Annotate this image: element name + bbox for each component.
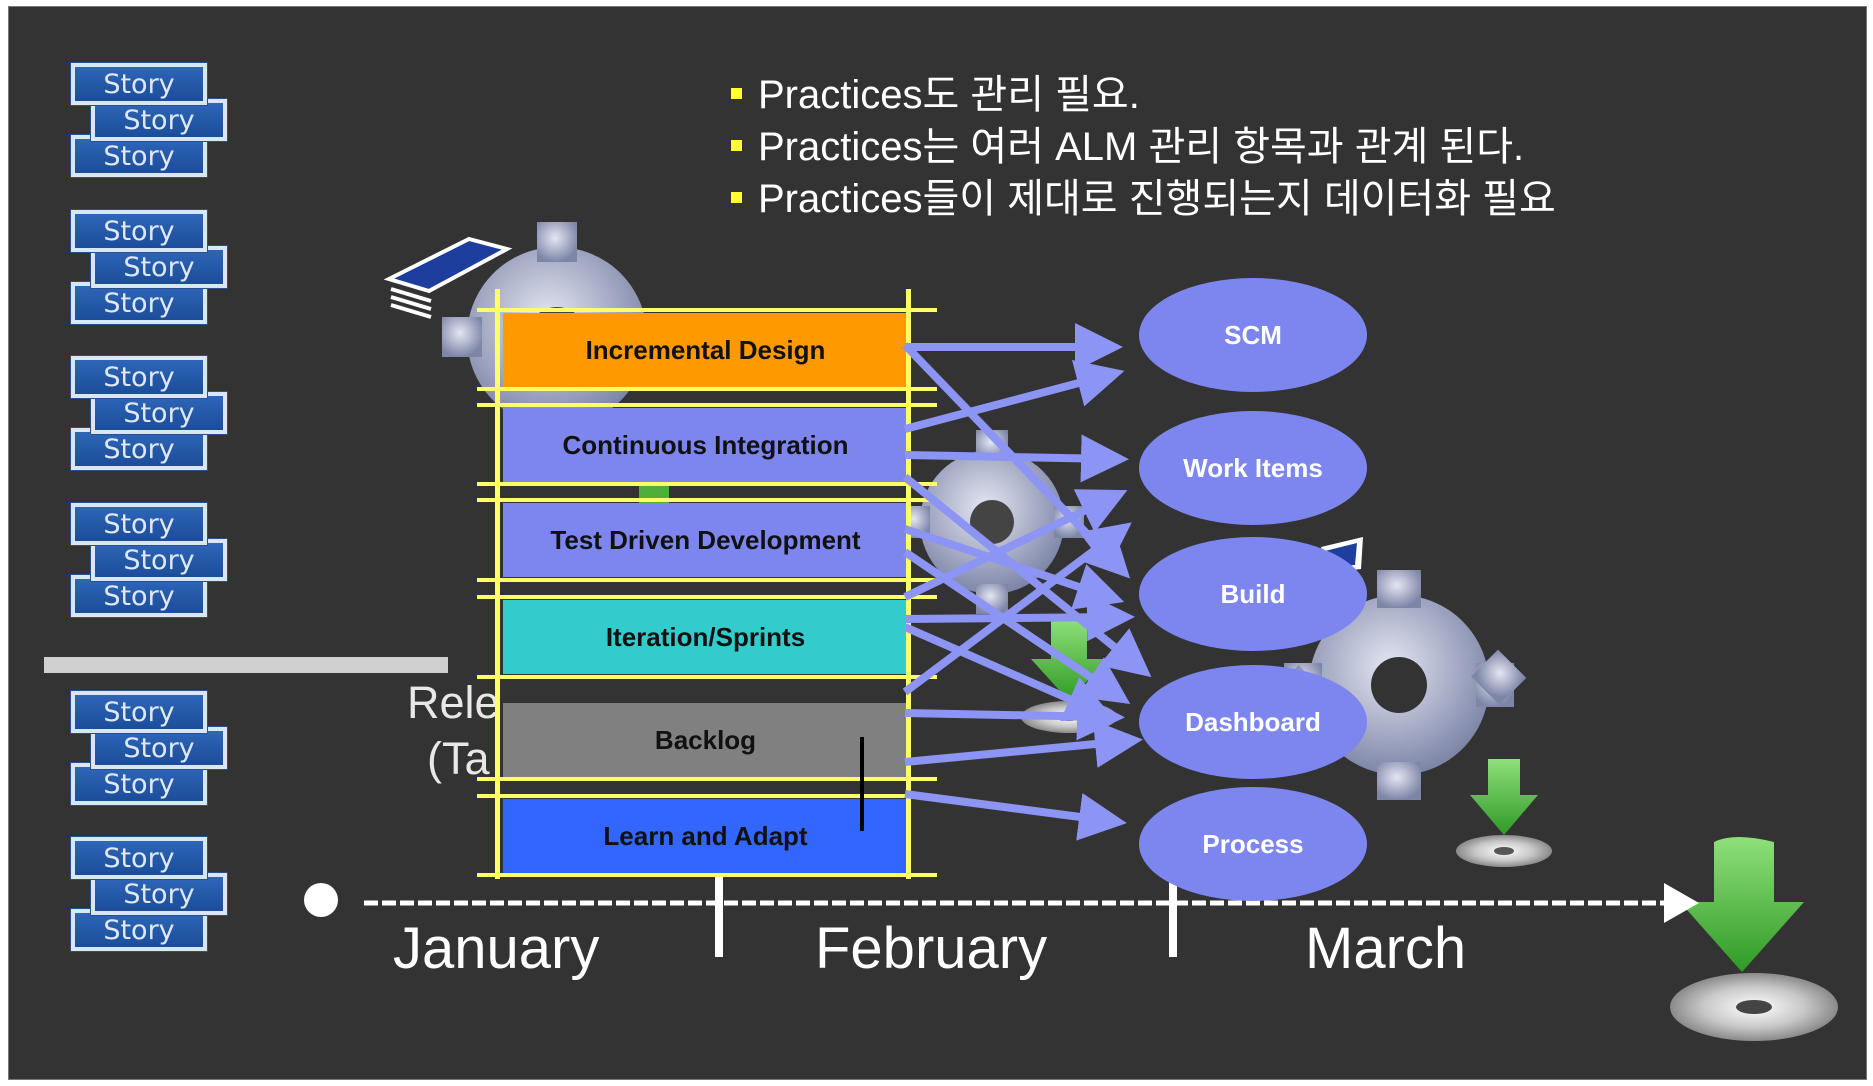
story-stack: Story Story Story bbox=[71, 837, 241, 957]
bullet-list: Practices도 관리 필요. Practices는 여러 ALM 관리 항… bbox=[731, 69, 1556, 225]
download-disc-icon bbox=[1021, 619, 1117, 733]
practice-test-driven-development: Test Driven Development bbox=[503, 503, 908, 577]
story-stack: Story Story Story bbox=[71, 503, 241, 623]
timeline bbox=[304, 877, 1699, 957]
month-march: March bbox=[1305, 916, 1467, 981]
target-scm: SCM bbox=[1139, 278, 1367, 392]
release-label: Rele bbox=[407, 677, 500, 728]
download-disc-icon bbox=[1670, 837, 1838, 1041]
story-stack: Story Story Story bbox=[71, 356, 241, 476]
frame-line bbox=[477, 675, 937, 679]
story-card: Story bbox=[91, 246, 227, 288]
bullet-item: Practices들이 제대로 진행되는지 데이터화 필요 bbox=[731, 173, 1556, 225]
frame-line bbox=[906, 289, 911, 879]
frame-line bbox=[477, 387, 937, 391]
target-work-items: Work Items bbox=[1139, 411, 1367, 525]
story-stack: Story Story Story bbox=[71, 691, 241, 811]
frame-line bbox=[477, 482, 937, 486]
story-card: Story bbox=[71, 575, 207, 617]
frame-line bbox=[477, 578, 937, 582]
practice-incremental-design: Incremental Design bbox=[503, 313, 908, 387]
story-card: Story bbox=[71, 503, 207, 545]
cursor-line bbox=[860, 737, 864, 831]
story-card: Story bbox=[91, 392, 227, 434]
story-card: Story bbox=[71, 428, 207, 470]
story-card: Story bbox=[71, 210, 207, 252]
story-card: Story bbox=[91, 873, 227, 915]
story-card: Story bbox=[71, 763, 207, 805]
frame-line bbox=[495, 289, 500, 879]
practice-iteration-sprints: Iteration/Sprints bbox=[503, 600, 908, 674]
release-sublabel: (Ta bbox=[427, 733, 490, 784]
month-january: January bbox=[393, 916, 600, 981]
story-card: Story bbox=[71, 135, 207, 177]
practice-backlog: Backlog bbox=[503, 703, 908, 777]
bullet-item: Practices도 관리 필요. bbox=[731, 69, 1556, 121]
book-stack-icon bbox=[383, 236, 513, 319]
story-card: Story bbox=[71, 909, 207, 951]
frame-line bbox=[477, 873, 937, 877]
story-stack: Story Story Story bbox=[71, 63, 241, 183]
target-process: Process bbox=[1139, 787, 1367, 901]
story-card: Story bbox=[71, 691, 207, 733]
frame-line bbox=[477, 777, 937, 781]
frame-line bbox=[477, 308, 937, 312]
story-card: Story bbox=[71, 282, 207, 324]
bullet-item: Practices는 여러 ALM 관리 항목과 관계 된다. bbox=[731, 121, 1556, 173]
frame-line bbox=[477, 595, 937, 599]
story-card: Story bbox=[91, 727, 227, 769]
frame-line bbox=[477, 498, 937, 502]
bullet-marker bbox=[731, 191, 742, 203]
practice-continuous-integration: Continuous Integration bbox=[503, 408, 908, 482]
target-build: Build bbox=[1139, 537, 1367, 651]
story-card: Story bbox=[71, 837, 207, 879]
bullet-marker bbox=[731, 139, 742, 151]
practice-learn-and-adapt: Learn and Adapt bbox=[503, 799, 908, 873]
month-february: February bbox=[815, 916, 1048, 981]
story-card: Story bbox=[71, 63, 207, 105]
divider bbox=[44, 657, 448, 673]
bullet-marker bbox=[731, 87, 742, 99]
download-disc-icon bbox=[1456, 759, 1552, 867]
story-card: Story bbox=[91, 539, 227, 581]
frame-line bbox=[477, 403, 937, 407]
story-card: Story bbox=[71, 356, 207, 398]
frame-line bbox=[477, 794, 937, 798]
slide: Story Story Story Story Story Story Stor… bbox=[8, 6, 1867, 1080]
target-dashboard: Dashboard bbox=[1139, 665, 1367, 779]
story-stack: Story Story Story bbox=[71, 210, 241, 330]
story-card: Story bbox=[91, 99, 227, 141]
gear-icon bbox=[900, 430, 1084, 614]
